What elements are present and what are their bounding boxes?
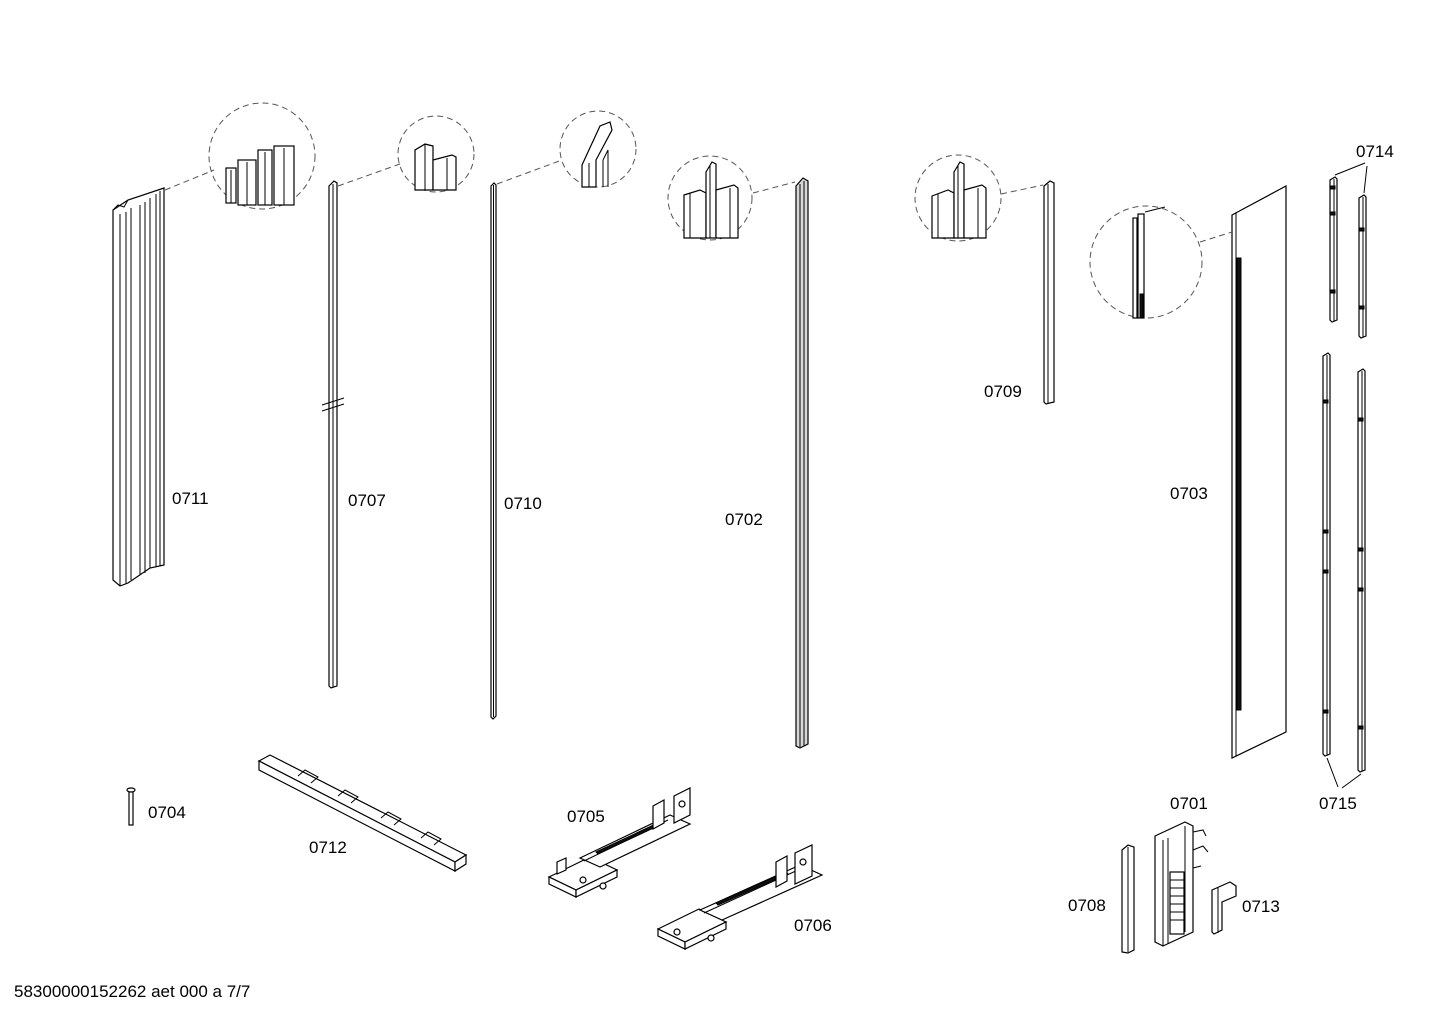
document-footer: 58300000152262 aet 000 a 7/7 <box>14 982 250 1001</box>
label-0702: 0702 <box>725 510 763 529</box>
label-0714: 0714 <box>1356 142 1394 161</box>
part-0715-drawing <box>1322 352 1366 789</box>
label-0715: 0715 <box>1319 794 1357 813</box>
label-0703: 0703 <box>1170 484 1208 503</box>
label-0709: 0709 <box>984 382 1022 401</box>
part-0710-drawing <box>490 110 637 720</box>
part-0707-drawing <box>321 115 475 689</box>
part-0704-drawing <box>126 787 136 826</box>
label-0710: 0710 <box>504 494 542 513</box>
part-0705-drawing <box>547 787 692 898</box>
label-0713: 0713 <box>1242 897 1280 916</box>
label-0706: 0706 <box>794 916 832 935</box>
label-0707: 0707 <box>348 491 386 510</box>
part-0709-drawing <box>914 154 1055 405</box>
part-0708-drawing <box>1121 844 1135 954</box>
label-0712: 0712 <box>309 838 347 857</box>
part-0714-drawing <box>1329 162 1368 339</box>
part-0703-drawing <box>1089 184 1287 759</box>
label-0704: 0704 <box>148 803 186 822</box>
label-0711: 0711 <box>172 489 209 508</box>
part-0706-drawing <box>656 844 824 950</box>
label-0701: 0701 <box>1170 794 1208 813</box>
part-0713-drawing <box>1211 881 1237 935</box>
label-0705: 0705 <box>567 807 605 826</box>
part-0712-drawing <box>257 754 468 873</box>
part-0702-drawing <box>667 155 809 749</box>
part-0711-drawing <box>112 102 316 587</box>
label-0708: 0708 <box>1068 896 1106 915</box>
part-0701-drawing <box>1154 821 1209 947</box>
